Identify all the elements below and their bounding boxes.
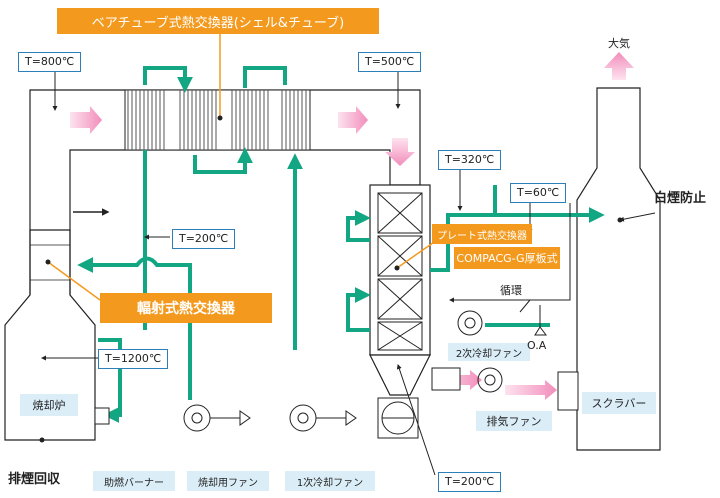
temp-500: T=500℃: [358, 52, 422, 73]
incinerator-fan-shape: [183, 404, 251, 432]
burner-shape: [94, 407, 110, 425]
flow-arrow-1: [70, 106, 102, 134]
plate-heat-exchanger-tower: [369, 184, 461, 396]
temp-320: T=320℃: [438, 150, 502, 171]
bottom-fan-shape: [377, 397, 419, 439]
secondary-fan-shape: [457, 305, 547, 336]
exhaust-fan-label: 排気ファン: [476, 411, 552, 431]
incinerator-label: 焼却炉: [20, 394, 78, 416]
burner-label: 助燃バーナー: [93, 471, 175, 491]
secondary-fan-label: 2次冷却ファン: [448, 343, 530, 361]
radiant-hx-label: 輻射式熱交換器: [100, 293, 272, 323]
bare-tube-heat-exchanger: [124, 89, 311, 151]
temp-200-bottom: T=200℃: [438, 472, 502, 493]
oa-label: O.A: [527, 339, 547, 352]
exhaust-recovery-label: 排煙回収: [8, 472, 61, 487]
primary-fan-label: 1次冷却ファン: [285, 471, 375, 491]
temp-60: T=60℃: [510, 183, 567, 204]
atmosphere-label: 大気: [608, 37, 630, 50]
temp-200-mid: T=200℃: [172, 229, 236, 250]
flow-arrow-atm: [604, 52, 634, 80]
compacg-label: COMPACG-G厚板式: [454, 247, 560, 269]
scrubber-stack: [576, 87, 661, 451]
recirculation-label: 循環: [500, 284, 522, 297]
exhaust-fan-shape: [477, 367, 503, 393]
flow-arrow-2: [338, 106, 368, 134]
flow-arrow-scrubber: [505, 380, 557, 400]
scrubber-label: スクラバー: [582, 392, 656, 414]
temp-800: T=800℃: [18, 52, 82, 73]
white-smoke-label: 白煙防止: [654, 191, 707, 206]
plate-hx-label: プレート式熱交換器: [432, 224, 532, 244]
primary-fan-shape: [289, 404, 357, 432]
temp-1200: T=1200℃: [98, 349, 169, 370]
flow-arrow-3: [385, 138, 415, 166]
scrubber-inlet: [557, 371, 579, 411]
incin-fan-label: 焼却用ファン: [187, 471, 269, 491]
title-label: ベアチューブ式熱交換器(シェル&チューブ): [57, 8, 379, 34]
